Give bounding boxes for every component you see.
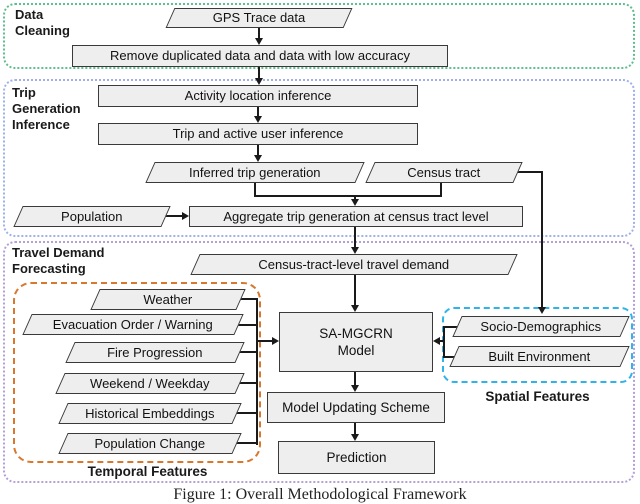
flow-activity-to-tripuser-arrowhead	[254, 116, 262, 123]
node-trip-active-user-inference: Trip and active user inference	[98, 123, 418, 145]
node-activity-location-inference-label: Activity location inference	[184, 88, 332, 103]
flow-model-to-updating-line	[354, 372, 356, 386]
node-trip-active-user-inference-label: Trip and active user inference	[172, 126, 344, 141]
node-activity-location-inference: Activity location inference	[98, 85, 418, 107]
flow-population-to-aggregate-arrowhead	[182, 212, 189, 220]
flow-tripuser-to-inferred-line	[257, 145, 259, 156]
figure-caption: Figure 1: Overall Methodological Framewo…	[173, 486, 467, 503]
travel-demand-label: Travel Demand Forecasting	[12, 245, 105, 276]
flow-spatial-to-model-arrowhead	[433, 337, 440, 345]
flow-model-to-updating-arrowhead	[351, 385, 359, 392]
merge-census-stub	[440, 183, 442, 197]
node-sa-mgcrn-model-line2: Model	[337, 343, 375, 358]
node-socio-demographics-label: Socio-Demographics	[480, 318, 602, 334]
built-stub	[443, 356, 457, 358]
spatial-features-label: Spatial Features	[485, 389, 590, 404]
section-data-cleaning	[3, 3, 635, 69]
merge-horizontal-line	[254, 195, 442, 197]
node-prediction: Prediction	[278, 441, 435, 474]
node-built-environment-label: Built Environment	[488, 348, 591, 364]
weather-stub	[234, 298, 258, 300]
trip-generation-label: Trip Generation Inference	[12, 85, 81, 132]
flow-gps-to-remove-arrowhead	[255, 38, 263, 45]
node-weather: Weather	[90, 289, 246, 310]
node-sa-mgcrn-model: SA-MGCRN Model	[279, 312, 433, 372]
node-census-tract-level-travel-demand-label: Census-tract-level travel demand	[258, 256, 450, 272]
node-weekend-weekday: Weekend / Weekday	[55, 373, 245, 394]
data-cleaning-label: Data Cleaning	[15, 7, 70, 38]
temporal-collector-line	[256, 299, 258, 445]
flow-updating-to-prediction-line	[354, 423, 356, 435]
socio-stub	[443, 326, 460, 328]
node-model-updating-scheme: Model Updating Scheme	[267, 392, 445, 423]
historical-stub	[234, 412, 258, 414]
node-remove-duplicated: Remove duplicated data and data with low…	[72, 45, 448, 67]
node-weather-label: Weather	[143, 291, 193, 307]
node-population-change-label: Population Change	[94, 435, 206, 451]
flow-tripuser-to-inferred-arrowhead	[254, 155, 262, 162]
weekend-stub	[236, 382, 258, 384]
flow-population-to-aggregate-line	[166, 215, 182, 217]
node-prediction-label: Prediction	[326, 449, 387, 465]
flow-gps-to-remove-line	[258, 28, 260, 40]
node-inferred-trip-generation-label: Inferred trip generation	[189, 164, 321, 180]
node-historical-embeddings: Historical Embeddings	[58, 403, 242, 424]
section-trip-generation-inference	[3, 79, 635, 237]
flow-ctdemand-to-model-line	[354, 275, 356, 307]
spatial-collector-line	[443, 326, 445, 358]
flow-updating-to-prediction-arrowhead	[351, 434, 359, 441]
node-model-updating-scheme-label: Model Updating Scheme	[282, 399, 430, 415]
section-travel-demand-forecasting	[3, 241, 635, 483]
flow-activity-to-tripuser-line	[257, 107, 259, 117]
node-sa-mgcrn-model-line1: SA-MGCRN	[319, 326, 393, 341]
node-weekend-weekday-label: Weekend / Weekday	[90, 375, 210, 391]
node-aggregate-trip-generation: Aggregate trip generation at census trac…	[189, 206, 523, 227]
merge-inferred-stub	[254, 183, 256, 197]
flow-temporal-to-model-arrowhead	[272, 337, 279, 345]
node-gps-trace-data-label: GPS Trace data	[212, 10, 306, 25]
node-evacuation-order-warning: Evacuation Order / Warning	[22, 314, 244, 335]
flow-merge-to-aggregate-line	[354, 195, 356, 201]
flow-ctdemand-to-model-arrowhead	[351, 305, 359, 312]
node-population: Population	[13, 206, 171, 227]
census-to-spatial-horizontal-line	[518, 171, 543, 173]
node-evacuation-order-warning-label: Evacuation Order / Warning	[53, 316, 213, 332]
flow-spatial-to-model-line	[439, 340, 445, 342]
node-population-label: Population	[61, 208, 123, 224]
node-remove-duplicated-label: Remove duplicated data and data with low…	[110, 48, 410, 63]
census-to-spatial-arrowhead	[538, 307, 546, 314]
flow-aggregate-to-ctdemand-arrowhead	[351, 247, 359, 254]
node-built-environment: Built Environment	[449, 346, 630, 367]
node-inferred-trip-generation: Inferred trip generation	[145, 162, 365, 183]
node-population-change: Population Change	[58, 433, 242, 454]
population-change-stub	[234, 442, 258, 444]
flow-remove-to-activity-arrowhead	[255, 78, 263, 85]
node-census-tract: Census tract	[365, 162, 523, 183]
node-census-tract-label: Census tract	[407, 164, 481, 180]
fire-stub	[236, 351, 258, 353]
node-fire-progression-label: Fire Progression	[107, 344, 203, 360]
node-census-tract-level-travel-demand: Census-tract-level travel demand	[190, 254, 518, 275]
flow-aggregate-to-ctdemand-line	[354, 227, 356, 248]
node-aggregate-trip-generation-label: Aggregate trip generation at census trac…	[223, 208, 489, 224]
node-gps-trace-data: GPS Trace data	[165, 8, 353, 28]
flow-temporal-to-model-line	[256, 340, 273, 342]
census-to-spatial-vertical-line	[541, 171, 543, 308]
temporal-features-label: Temporal Features	[87, 464, 208, 479]
flow-merge-to-aggregate-arrowhead	[351, 199, 359, 206]
node-socio-demographics: Socio-Demographics	[452, 316, 630, 337]
evacuation-stub	[236, 324, 258, 326]
node-fire-progression: Fire Progression	[65, 342, 245, 363]
node-historical-embeddings-label: Historical Embeddings	[85, 405, 215, 421]
section-temporal-features	[13, 282, 261, 463]
flow-remove-to-activity-line	[258, 67, 260, 80]
